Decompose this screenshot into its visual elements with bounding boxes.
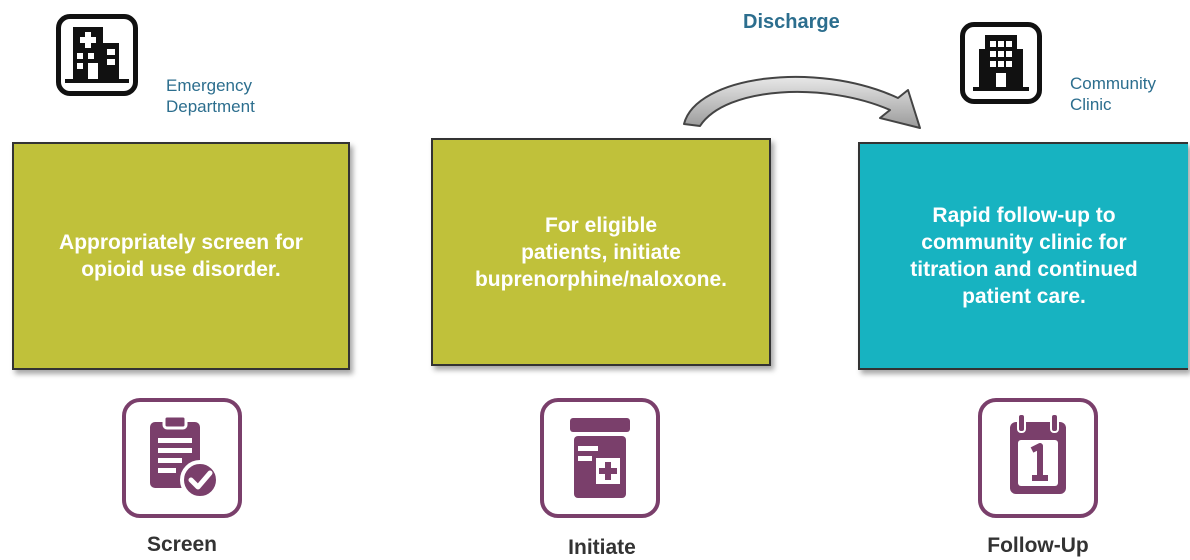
emergency-department-label: Emergency Department: [166, 76, 255, 116]
community-clinic-label: Community Clinic: [1070, 74, 1156, 114]
follow-up-step-text: Rapid follow-up to community clinic for …: [910, 204, 1138, 308]
office-building-icon: [960, 22, 1042, 104]
hospital-building-icon: [56, 14, 138, 96]
screen-step-text: Appropriately screen for opioid use diso…: [59, 231, 303, 281]
clipboard-check-icon: [122, 398, 242, 518]
discharge-label: Discharge: [743, 11, 840, 33]
initiate-step-box: For eligible patients, initiate buprenor…: [431, 138, 771, 366]
curved-arrow-icon: [683, 75, 921, 129]
screen-step-box: Appropriately screen for opioid use diso…: [12, 142, 350, 370]
screen-label: Screen: [146, 533, 218, 556]
calendar-icon: [978, 398, 1098, 518]
initiate-label: Initiate: [568, 536, 636, 559]
follow-up-step-box: Rapid follow-up to community clinic for …: [858, 142, 1188, 370]
follow-up-label: Follow-Up: [987, 534, 1089, 557]
initiate-step-text: For eligible patients, initiate buprenor…: [474, 213, 727, 291]
prescription-bottle-icon: [540, 398, 660, 518]
